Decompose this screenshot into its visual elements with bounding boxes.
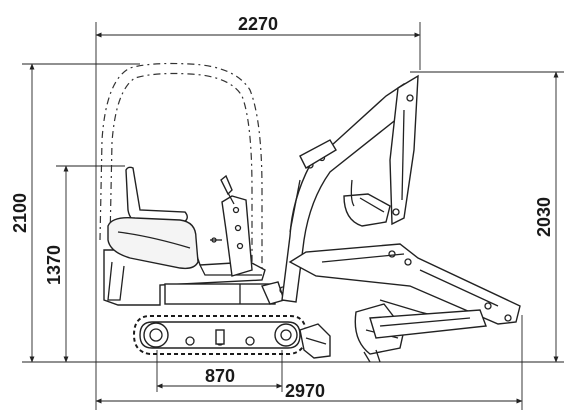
- control-console: [210, 174, 253, 277]
- boom-extended: [288, 243, 521, 363]
- dim-seat-height: 1370: [44, 245, 64, 285]
- undercarriage-tracks: [132, 315, 331, 359]
- dim-top-width: 2270: [238, 14, 278, 34]
- dim-overall-length: 2970: [285, 381, 325, 401]
- dimension-lines: [22, 22, 564, 410]
- boom-raised: [281, 74, 419, 303]
- dim-max-arm-height: 2030: [534, 197, 554, 237]
- dim-overall-height: 2100: [10, 193, 30, 233]
- dim-track-center: 870: [205, 366, 235, 386]
- canopy-frame: [99, 62, 263, 278]
- operator-seat: [107, 166, 199, 270]
